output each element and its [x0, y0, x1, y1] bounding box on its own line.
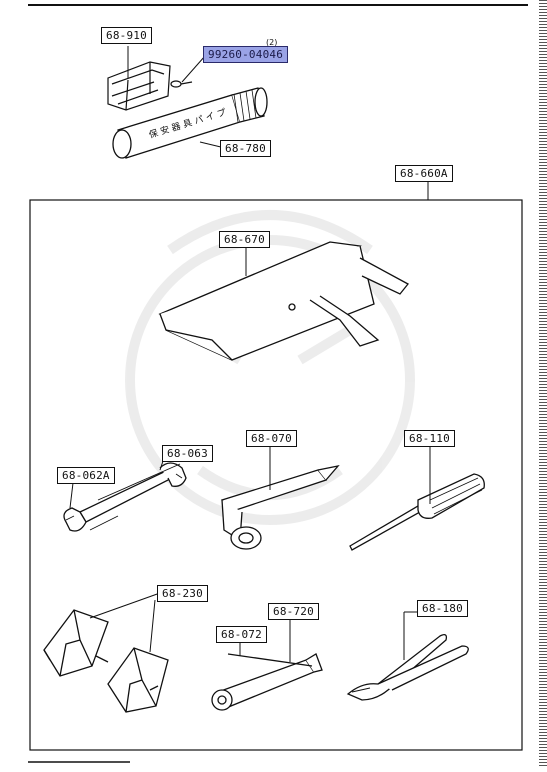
part-label-68-660a[interactable]: 68-660A [395, 165, 453, 182]
grip-bracket-drawing [107, 61, 171, 111]
part-label-68-072[interactable]: 68-072 [216, 626, 267, 643]
wheel-brace-drawing [211, 653, 323, 711]
part-label-68-063[interactable]: 68-063 [162, 445, 213, 462]
wheel-chock-left-drawing [43, 609, 109, 677]
leader-lines [69, 46, 431, 662]
part-label-68-230[interactable]: 68-230 [157, 585, 208, 602]
part-label-68-910[interactable]: 68-910 [101, 27, 152, 44]
pliers-drawing [346, 634, 469, 701]
part-qty-99260-04046: (2) [266, 38, 278, 47]
screwdriver-drawing [349, 473, 485, 551]
wheel-chock-right-drawing [107, 647, 169, 713]
part-label-68-070[interactable]: 68-070 [246, 430, 297, 447]
page-edge [539, 0, 547, 768]
box-wrench-drawing [220, 464, 340, 550]
part-label-99260-04046[interactable]: 99260-04046 [203, 46, 289, 63]
part-label-68-780[interactable]: 68-780 [220, 140, 271, 157]
part-label-68-720[interactable]: 68-720 [268, 603, 319, 620]
part-label-68-180[interactable]: 68-180 [417, 600, 468, 617]
wrench-set-drawing [63, 462, 187, 532]
part-label-68-670[interactable]: 68-670 [219, 231, 270, 248]
part-label-68-062a[interactable]: 68-062A [57, 467, 115, 484]
tool-bag-drawing: 保 安 器 具 パ イ プ [112, 87, 268, 159]
screw-drawing [170, 80, 193, 88]
tool-roll-drawing [158, 241, 409, 361]
part-label-68-110[interactable]: 68-110 [404, 430, 455, 447]
tool-kit-frame [29, 199, 523, 751]
